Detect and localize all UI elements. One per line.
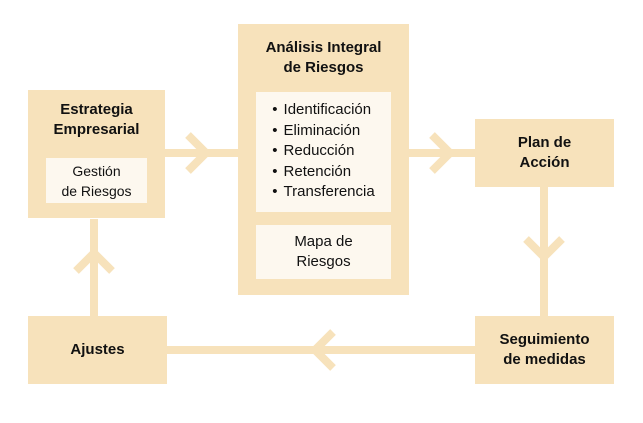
list-item: Reducción: [272, 141, 374, 162]
mapa-line1: Mapa de: [294, 233, 353, 250]
ajustes-title: Ajustes: [70, 341, 125, 358]
seguimiento-title-line2: de medidas: [503, 351, 586, 368]
inner-risk-actions: Identificación Eliminación Reducción Ret…: [256, 92, 391, 212]
arrowhead-left-icon: [309, 329, 336, 371]
plan-title-line2: Acción: [519, 154, 570, 171]
gestion-line1: Gestión: [72, 163, 121, 179]
box-seguimiento-medidas: Seguimiento de medidas: [475, 316, 614, 384]
estrategia-title-line2: Empresarial: [53, 121, 140, 138]
list-item: Eliminación: [272, 121, 374, 142]
risk-actions-list: Identificación Eliminación Reducción Ret…: [272, 100, 375, 212]
inner-mapa-riesgos: Mapa de Riesgos: [256, 225, 391, 279]
estrategia-title-line1: Estrategia: [60, 101, 133, 118]
seguimiento-title-line1: Seguimiento: [499, 331, 590, 348]
mapa-line2: Riesgos: [296, 253, 351, 270]
inner-gestion-riesgos: Gestión de Riesgos: [46, 158, 147, 203]
arrowhead-up-icon: [73, 247, 115, 274]
analisis-title-line1: Análisis Integral: [265, 39, 382, 56]
arrowhead-right-icon: [429, 132, 456, 174]
arrowhead-right-icon: [185, 132, 212, 174]
plan-title-line1: Plan de: [517, 134, 572, 151]
box-ajustes: Ajustes: [28, 316, 167, 384]
analisis-title-line2: de Riesgos: [283, 59, 364, 76]
box-plan-accion: Plan de Acción: [475, 119, 614, 187]
list-item: Transferencia: [272, 182, 375, 203]
list-item: Identificación: [272, 100, 374, 121]
arrowhead-down-icon: [523, 236, 565, 263]
gestion-line2: de Riesgos: [61, 183, 132, 199]
list-item: Retención: [272, 162, 374, 183]
